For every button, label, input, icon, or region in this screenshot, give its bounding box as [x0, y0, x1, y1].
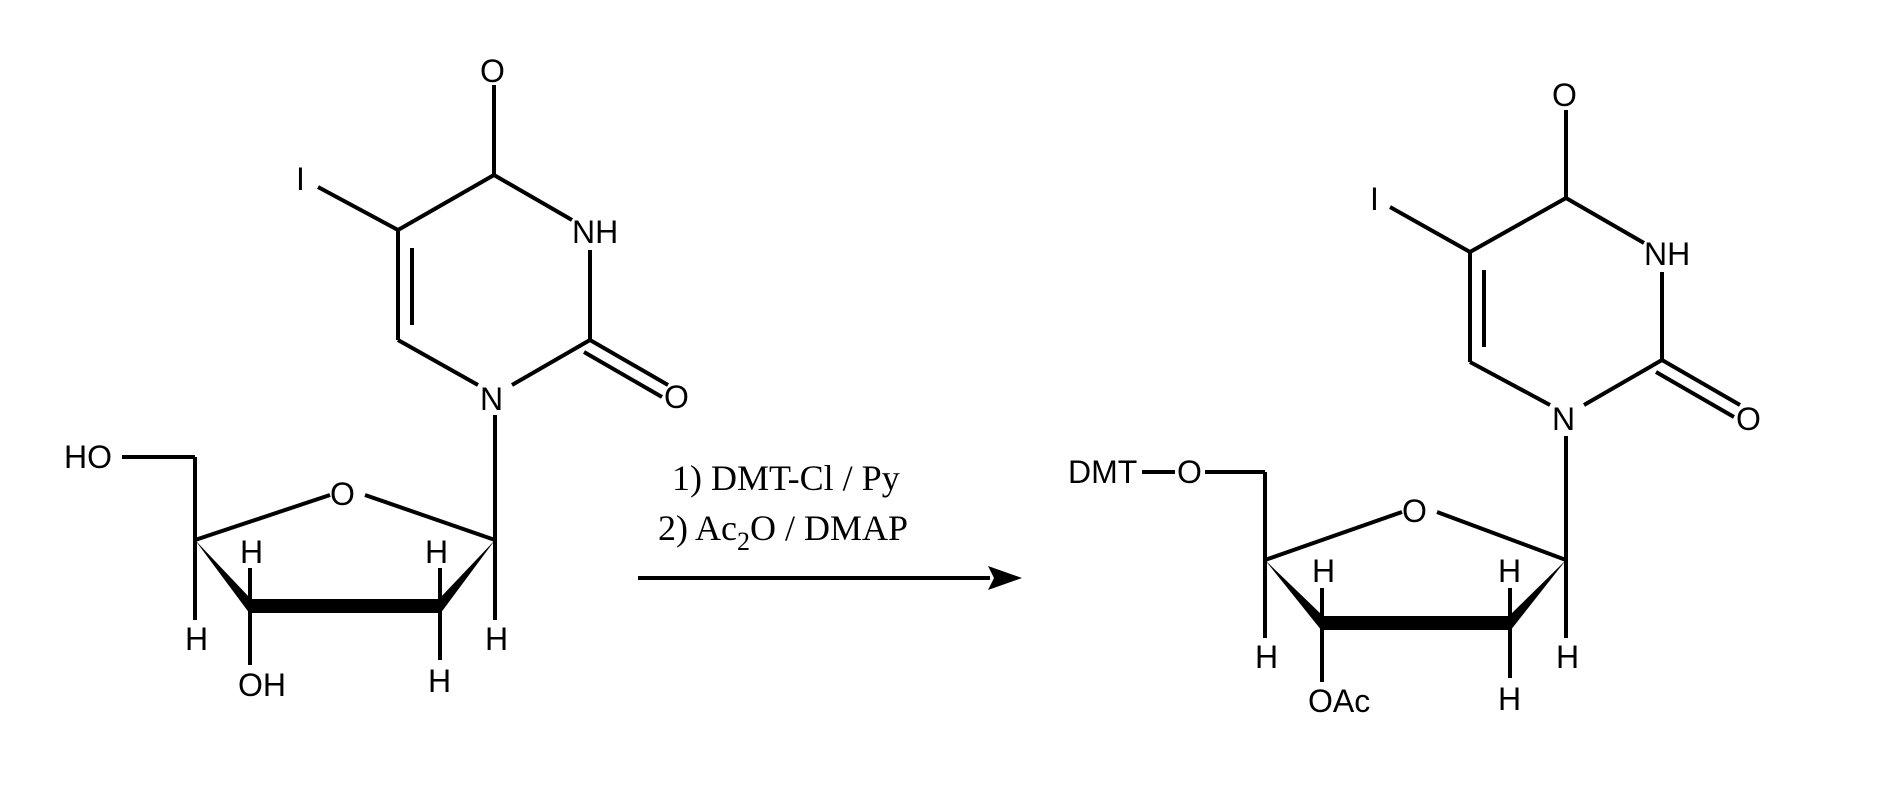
- atom-label: NH: [572, 214, 618, 250]
- reagent-step1: 1) DMT-Cl / Py: [672, 458, 900, 498]
- atom-label: N: [1552, 401, 1575, 437]
- starting-material: O I NH O N HO O H H H OH H H: [64, 53, 689, 703]
- reagent-step2-suffix: O / DMAP: [750, 508, 908, 548]
- bond-c5-i: [318, 187, 398, 230]
- reagent-step2: 2) Ac2O / DMAP: [658, 508, 908, 556]
- product: O I NH O N DMT O O H H H OAc H H: [1068, 77, 1761, 719]
- atom-label: O: [1736, 401, 1761, 437]
- atom-label: O: [480, 53, 505, 89]
- bond-c4-nh: [1566, 198, 1644, 243]
- atom-label: O: [1177, 454, 1202, 490]
- bond-n1-c6: [1470, 362, 1550, 405]
- atom-label: H: [485, 621, 508, 657]
- bond-c5-i: [1390, 207, 1470, 252]
- reagent-step2-prefix: 2) Ac: [658, 508, 737, 548]
- atom-label: H: [240, 534, 263, 570]
- reaction-arrow-group: 1) DMT-Cl / Py 2) Ac2O / DMAP: [638, 458, 1022, 590]
- atom-label: OH: [238, 667, 286, 703]
- atom-label: HO: [64, 439, 112, 475]
- atom-label: OAc: [1308, 683, 1370, 719]
- reagent-step2-subscript: 2: [737, 527, 750, 556]
- atom-label: H: [428, 663, 451, 699]
- bond-c4-nh: [494, 175, 572, 220]
- bond-n1-c6: [398, 340, 478, 385]
- atom-label: I: [296, 161, 305, 197]
- atom-label: O: [330, 476, 355, 512]
- atom-label: O: [1402, 493, 1427, 529]
- atom-label: I: [1370, 181, 1379, 217]
- bond-c2-n1: [512, 340, 590, 385]
- atom-label: H: [1255, 639, 1278, 675]
- wedge-c1p-c2p: [440, 540, 495, 614]
- bond-c4-c5: [1470, 198, 1566, 252]
- atom-label: H: [1498, 553, 1521, 589]
- atom-label: H: [425, 534, 448, 570]
- atom-label: O: [1552, 77, 1577, 113]
- atom-label: DMT: [1068, 454, 1137, 490]
- atom-label: H: [1312, 553, 1335, 589]
- atom-label: H: [1556, 639, 1579, 675]
- atom-label: NH: [1644, 236, 1690, 272]
- atom-label: H: [1498, 681, 1521, 717]
- bond-c4-c5: [398, 175, 494, 230]
- atom-label: O: [664, 379, 689, 415]
- bond-c2-n1: [1584, 360, 1662, 405]
- reaction-arrowhead: [988, 566, 1022, 590]
- atom-label: H: [185, 621, 208, 657]
- atom-label: N: [480, 381, 503, 417]
